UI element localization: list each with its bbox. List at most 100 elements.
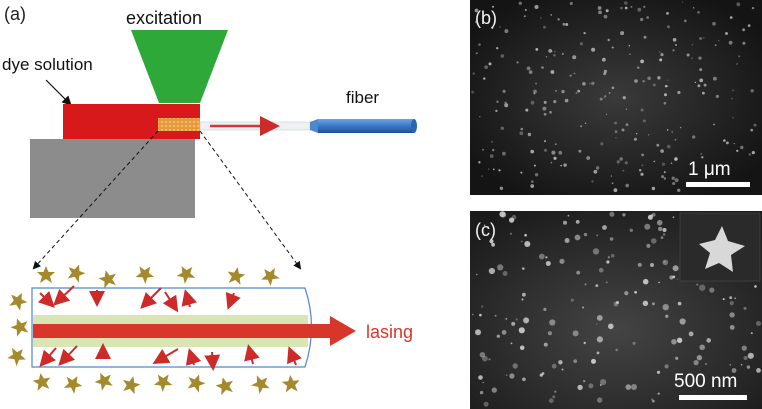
sem-particle [488,62,492,66]
sem-b-particles [471,1,757,193]
sem-particle [553,156,557,160]
sem-particle [620,31,625,36]
sem-particle [501,330,507,335]
sem-particle [697,84,701,88]
sem-particle [478,161,481,164]
sem-particle [519,131,524,136]
sem-particle [483,77,486,80]
sem-particle [736,2,741,7]
sem-particle [667,144,671,149]
sem-particle [545,256,548,259]
sem-particle [564,98,569,103]
sem-particle [667,25,670,29]
sem-particle [615,348,618,352]
sem-particle [666,12,669,15]
sem-particle [481,175,483,177]
sem-particle [498,169,501,172]
emission-arrow [58,345,78,366]
sem-particle [488,267,495,275]
sem-particle [619,157,623,161]
sem-particle [603,72,607,76]
nanostar [10,318,29,337]
sem-particle [491,26,494,29]
sem-particle [643,35,647,39]
sem-particle [530,180,534,184]
sem-particle [531,185,534,188]
sem-particle [491,141,493,143]
sem-particle [676,278,678,280]
sem-image-b [470,0,762,195]
sem-particle [474,20,478,24]
sem-particle [692,7,695,9]
sem-particle [535,82,537,85]
panel-c-scale-bar [679,395,747,400]
sem-particle [726,141,729,145]
sem-particle [540,17,542,19]
nanostars [7,264,300,396]
sem-particle [596,323,598,325]
sem-particle [712,21,716,26]
sem-particle [489,239,494,244]
sem-particle [588,383,594,389]
sem-particle [596,234,599,237]
sem-particle [632,341,636,345]
sem-particle [677,90,681,95]
sem-particle [615,137,617,139]
sem-particle [496,47,499,50]
sem-particle [492,5,494,8]
sem-particle [479,116,481,118]
sem-particle [535,48,539,51]
sem-particle [569,74,572,77]
sem-particle [740,145,744,150]
sem-particle [599,384,602,386]
sem-particle [748,153,751,156]
sem-particle [651,186,656,191]
sem-particle [494,314,497,317]
sem-particle [474,8,479,13]
sem-particle [497,264,504,271]
sem-particle [509,373,515,379]
sem-particle [522,377,526,382]
sem-particle [541,372,545,375]
sem-particle [672,49,675,52]
sem-particle [608,323,614,330]
sem-particle [686,53,690,57]
sem-particle [580,125,582,128]
sem-particle [472,72,475,75]
sem-particle [640,108,644,112]
sem-particle [647,76,651,81]
sem-particle [699,37,702,40]
fiber-label: fiber [346,88,379,107]
lasing-arrow-shaft [33,324,333,338]
sem-particle [582,306,585,309]
sem-particle [533,89,537,94]
sem-particle [553,100,557,104]
sem-particle [522,292,526,297]
sem-particle [543,25,546,29]
nanostar [7,347,26,366]
panel-c-label: (c) [475,220,496,240]
sem-particle [583,31,586,35]
sem-particle [747,352,754,359]
sem-particle [636,133,638,135]
sem-particle [663,260,666,263]
sem-particle [746,365,751,369]
sem-c-particles [472,211,761,407]
sem-particle [483,401,489,407]
sem-particle [527,132,532,137]
sem-particle [482,149,484,151]
sem-particle [723,139,726,142]
sem-particle [479,390,484,395]
sem-particle [596,351,600,355]
sem-particle [669,275,674,280]
emission-arrow [140,287,162,309]
sem-particle [642,80,645,83]
sem-particle [491,387,497,393]
sem-particle [577,384,583,391]
sem-particle [751,6,755,10]
sem-particle [651,398,654,401]
sem-particle [677,188,681,192]
sem-particle [533,164,536,167]
sem-particle [662,304,669,311]
sem-particle [656,370,661,374]
